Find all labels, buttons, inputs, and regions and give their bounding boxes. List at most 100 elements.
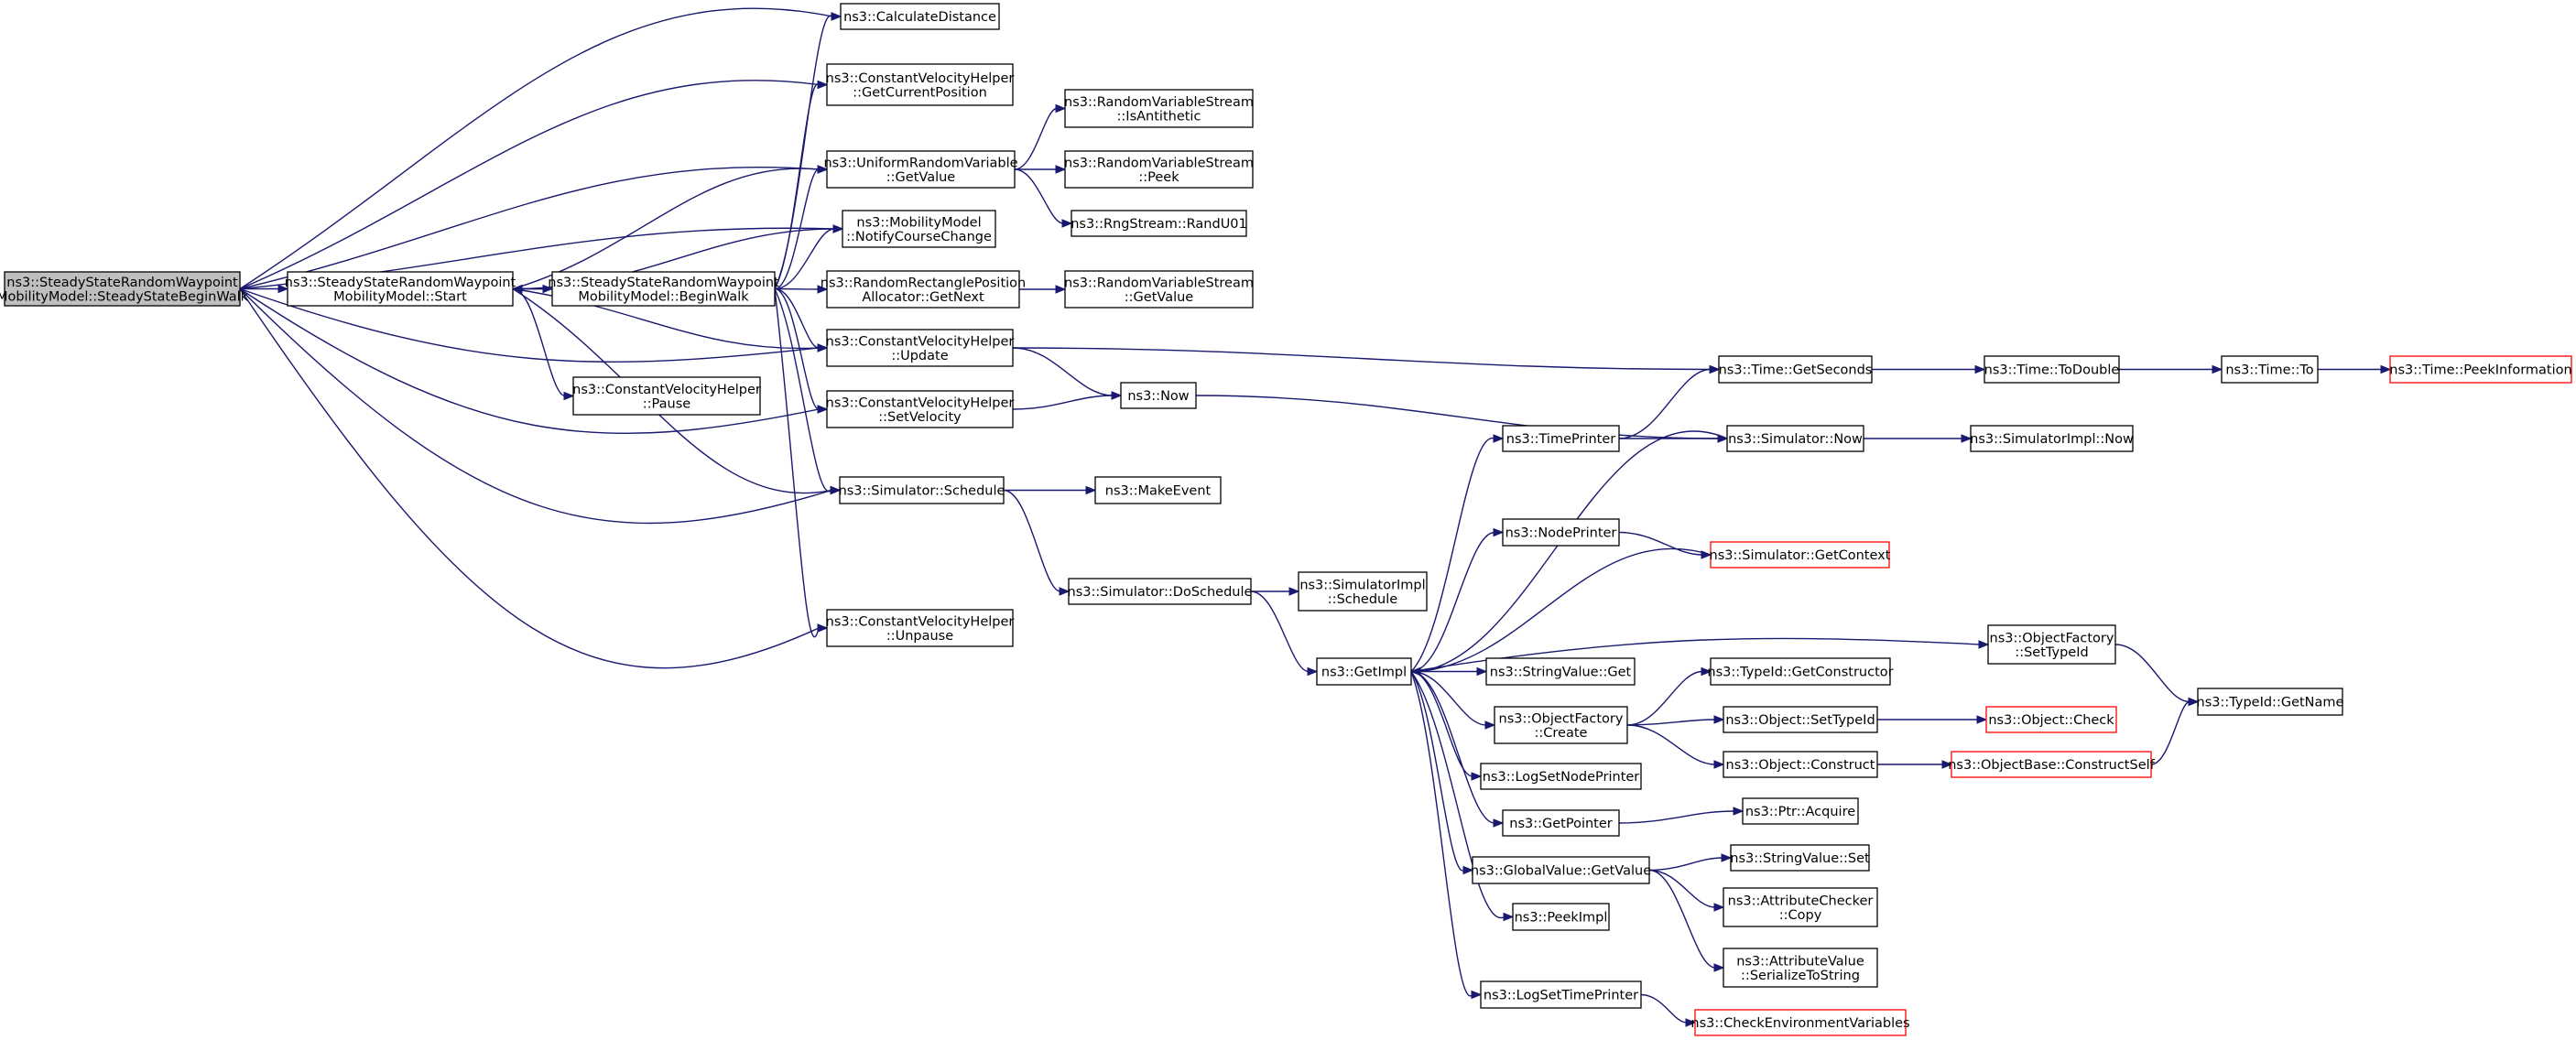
node-calcdist[interactable]: ns3::CalculateDistance [840,3,1000,30]
node-box[interactable] [1730,844,1870,872]
node-cvh-pause[interactable]: ns3::ConstantVelocityHelper::Pause [572,376,761,416]
node-box[interactable] [826,329,1014,367]
node-box[interactable] [1480,763,1642,790]
node-rng-randu01[interactable]: ns3::RngStream::RandU01 [1071,210,1247,237]
node-nodeprinter[interactable]: ns3::NodePrinter [1502,518,1620,547]
node-getpointer[interactable]: ns3::GetPointer [1502,809,1620,837]
node-time-todouble[interactable]: ns3::Time::ToDouble [1984,355,2120,384]
node-cvh-update[interactable]: ns3::ConstantVelocityHelper::Update [826,329,1015,367]
node-of-settypeid[interactable]: ns3::ObjectFactory::SetTypeId [1987,624,2116,665]
node-box[interactable] [2197,688,2343,716]
node-urv-getvalue[interactable]: ns3::UniformRandomVariable::GetValue [823,150,1018,189]
node-notify[interactable]: ns3::MobilityModel::NotifyCourseChange [842,210,996,248]
node-box[interactable] [1970,425,2134,452]
node-sim-getctx[interactable]: ns3::Simulator::GetContext [1710,541,1891,569]
node-strval-get[interactable]: ns3::StringValue::Get [1485,657,1636,686]
node-attrchk-copy[interactable]: ns3::AttributeChecker::Copy [1723,887,1878,927]
node-box[interactable] [826,609,1014,647]
node-logsettime[interactable]: ns3::LogSetTimePrinter [1480,980,1642,1009]
node-strval-set[interactable]: ns3::StringValue::Set [1730,844,1870,872]
node-rrpa-getnext[interactable]: ns3::RandomRectanglePositionAllocator::G… [821,270,1026,309]
node-box[interactable] [1485,657,1636,686]
node-box[interactable] [1742,797,1859,825]
node-box[interactable] [1723,887,1878,927]
node-simimpl-now[interactable]: ns3::SimulatorImpl::Now [1970,425,2134,452]
node-box[interactable] [842,210,996,248]
node-cvh-unpause[interactable]: ns3::ConstantVelocityHelper::Unpause [826,609,1015,647]
node-getimpl[interactable]: ns3::GetImpl [1316,657,1412,686]
node-box[interactable] [1710,657,1891,686]
node-cvh-getpos[interactable]: ns3::ConstantVelocityHelper::GetCurrentP… [826,63,1015,106]
node-beginwalk[interactable]: ns3::SteadyStateRandomWaypointMobilityMo… [548,271,779,307]
node-timeprinter[interactable]: ns3::TimePrinter [1502,425,1620,452]
node-time-getsec[interactable]: ns3::Time::GetSeconds [1718,355,1873,384]
node-box[interactable] [551,271,776,307]
node-obj-settypeid[interactable]: ns3::Object::SetTypeId [1723,706,1878,733]
node-now[interactable]: ns3::Now [1120,382,1197,409]
node-box[interactable] [1064,89,1254,128]
node-of-create[interactable]: ns3::ObjectFactory::Create [1494,706,1628,744]
node-box[interactable] [1298,571,1428,612]
node-makeevent[interactable]: ns3::MakeEvent [1094,476,1222,504]
node-box[interactable] [826,270,1020,309]
node-doschedule[interactable]: ns3::Simulator::DoSchedule [1068,578,1253,605]
node-sim-now[interactable]: ns3::Simulator::Now [1726,425,1864,452]
node-box[interactable] [1723,751,1878,778]
node-checkenv[interactable]: ns3::CheckEnvironmentVariables [1690,1009,1910,1036]
node-start[interactable]: ns3::SteadyStateRandomWaypointMobilityMo… [285,271,516,307]
node-rvs-getvalue[interactable]: ns3::RandomVariableStream::GetValue [1064,270,1254,309]
node-obj-check[interactable]: ns3::Object::Check [1985,706,2117,733]
node-box[interactable] [2389,355,2572,384]
node-box[interactable] [826,150,1016,189]
node-box[interactable] [1494,706,1628,744]
node-cvh-setvel[interactable]: ns3::ConstantVelocityHelper::SetVelocity [826,390,1015,428]
node-time-to[interactable]: ns3::Time::To [2221,355,2319,384]
node-box[interactable] [287,271,514,307]
node-root[interactable]: ns3::SteadyStateRandomWaypointMobilityMo… [0,271,249,307]
node-time-peekinfo[interactable]: ns3::Time::PeekInformation [2389,355,2572,384]
node-box[interactable] [1472,856,1650,884]
node-box[interactable] [1480,980,1642,1009]
node-box[interactable] [1951,751,2152,778]
node-box[interactable] [1694,1009,1907,1036]
node-box[interactable] [1726,425,1864,452]
node-box[interactable] [839,476,1005,504]
node-attrval-ser[interactable]: ns3::AttributeValue::SerializeToString [1723,948,1878,988]
node-box[interactable] [826,63,1014,106]
node-box[interactable] [4,271,241,307]
node-box[interactable] [1718,355,1873,384]
node-ptr-acquire[interactable]: ns3::Ptr::Acquire [1742,797,1859,825]
node-typeid-getname[interactable]: ns3::TypeId::GetName [2197,688,2344,716]
node-box[interactable] [1502,425,1620,452]
node-obj-construct[interactable]: ns3::Object::Construct [1723,751,1878,778]
node-box[interactable] [826,390,1014,428]
node-box[interactable] [1071,210,1247,237]
node-box[interactable] [1502,518,1620,547]
node-box[interactable] [572,376,761,416]
node-sim-schedule[interactable]: ns3::Simulator::Schedule [839,476,1005,504]
node-typeid-getctor[interactable]: ns3::TypeId::GetConstructor [1707,657,1894,686]
node-box[interactable] [1120,382,1197,409]
node-box[interactable] [1984,355,2120,384]
node-box[interactable] [1316,657,1412,686]
node-gv-getvalue[interactable]: ns3::GlobalValue::GetValue [1471,856,1651,884]
node-box[interactable] [1723,706,1878,733]
node-box[interactable] [2221,355,2319,384]
node-box[interactable] [1512,903,1610,931]
node-box[interactable] [840,3,1000,30]
node-box[interactable] [1064,150,1254,189]
node-logsetnode[interactable]: ns3::LogSetNodePrinter [1480,763,1642,790]
node-box[interactable] [1723,948,1878,988]
node-box[interactable] [1987,624,2116,665]
node-peekimpl[interactable]: ns3::PeekImpl [1512,903,1610,931]
node-box[interactable] [1068,578,1252,605]
node-box[interactable] [1985,706,2117,733]
node-box[interactable] [1710,541,1890,569]
node-box[interactable] [1502,809,1620,837]
node-simimpl-schedule[interactable]: ns3::SimulatorImpl::Schedule [1298,571,1428,612]
node-box[interactable] [1064,270,1254,309]
node-objbase-cs[interactable]: ns3::ObjectBase::ConstructSelf [1948,751,2156,778]
node-rvs-isanti[interactable]: ns3::RandomVariableStream::IsAntithetic [1064,89,1254,128]
node-rvs-peek[interactable]: ns3::RandomVariableStream::Peek [1064,150,1254,189]
node-box[interactable] [1094,476,1222,504]
